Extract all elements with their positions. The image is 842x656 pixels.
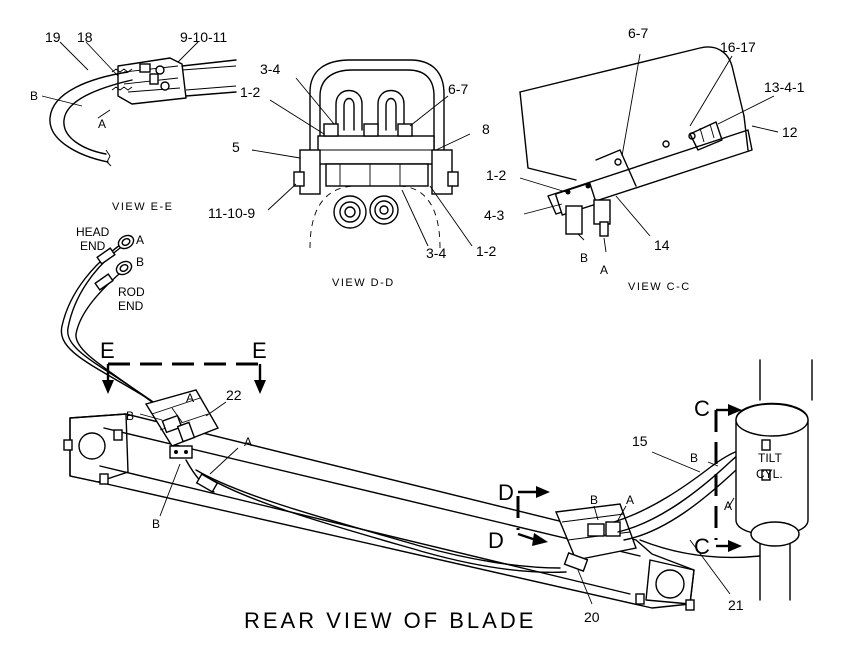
cc-callout-b: B: [580, 251, 588, 265]
view-ee-label: VIEW E-E: [112, 201, 174, 213]
cc-callout-6-7: 6-7: [628, 25, 648, 41]
main-callout-b-block: B: [126, 409, 134, 423]
diagram-title: REAR VIEW OF BLADE: [244, 608, 536, 633]
cc-callout-4-3: 4-3: [484, 207, 504, 223]
main-callout-21: 21: [728, 597, 744, 613]
ee-callout-b: B: [30, 89, 38, 103]
cc-callout-a: A: [600, 263, 608, 277]
section-d-lower: D: [488, 528, 504, 553]
cc-callout-13-4-1: 13-4-1: [764, 79, 805, 95]
ee-callout-18: 18: [77, 29, 93, 45]
main-callout-b-hose: B: [152, 517, 160, 531]
view-cc-drawing: [519, 46, 779, 253]
main-callout-a-head: A: [136, 233, 144, 247]
dd-callout-1-2-top: 1-2: [240, 84, 260, 100]
cc-callout-14: 14: [654, 237, 670, 253]
ee-callout-a: A: [98, 117, 106, 131]
dd-callout-8: 8: [482, 121, 490, 137]
cc-callout-16-17: 16-17: [720, 39, 756, 55]
main-callout-b-right-block: B: [590, 493, 598, 507]
ee-callout-19: 19: [45, 29, 61, 45]
main-callout-b-cyl: B: [690, 451, 698, 465]
view-dd-drawing: [251, 59, 473, 249]
head-end-label-line2: END: [80, 239, 106, 253]
main-callout-b-rod: B: [136, 255, 144, 269]
main-callout-20: 20: [584, 609, 600, 625]
dd-callout-3-4-top: 3-4: [260, 61, 280, 77]
main-callout-a-right-block: A: [626, 493, 634, 507]
section-e-right: E: [252, 338, 267, 363]
section-d-upper: D: [498, 480, 514, 505]
dd-callout-5: 5: [232, 139, 240, 155]
main-callout-15: 15: [632, 433, 648, 449]
dd-callout-3-4-bottom: 3-4: [426, 245, 446, 261]
rod-end-label-line2: END: [118, 299, 144, 313]
cc-callout-1-2: 1-2: [486, 167, 506, 183]
section-e-left: E: [100, 338, 115, 363]
section-c-lower: C: [694, 534, 710, 559]
main-callout-a-hose: A: [244, 435, 252, 449]
view-dd-label: VIEW D-D: [332, 277, 395, 289]
blade-main-drawing: [60, 234, 813, 611]
tilt-cylinder-label-line2: CYL.: [756, 467, 783, 481]
dd-callout-1-2-bottom: 1-2: [476, 243, 496, 259]
head-end-label-line1: HEAD: [76, 225, 110, 239]
main-callout-a-block: A: [186, 391, 194, 405]
section-c-upper: C: [694, 396, 710, 421]
main-callout-a-cyl: A: [724, 499, 732, 513]
ee-callout-9-10-11: 9-10-11: [180, 29, 227, 45]
dd-callout-11-10-9: 11-10-9: [208, 205, 255, 221]
cc-callout-12: 12: [782, 124, 798, 140]
dd-callout-6-7: 6-7: [448, 81, 468, 97]
tilt-cylinder-label-line1: TILT: [758, 451, 782, 465]
main-callout-22: 22: [226, 387, 242, 403]
view-ee-drawing: [41, 41, 237, 167]
view-cc-label: VIEW C-C: [628, 281, 691, 293]
rod-end-label-line1: ROD: [118, 285, 145, 299]
